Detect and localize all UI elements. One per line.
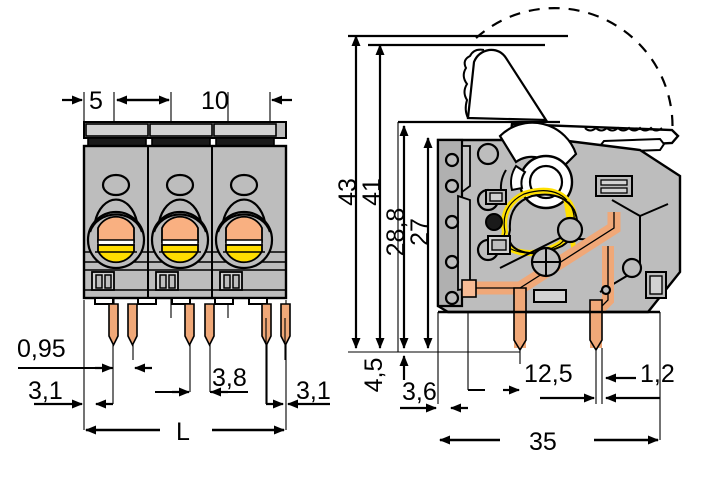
dim-pin-len-4-5: 4,5 (360, 358, 388, 393)
dim-pin-pair: 3,8 (212, 364, 247, 392)
front-foot-notches (94, 297, 268, 305)
dim-group-3-8: 3,8 (155, 364, 248, 397)
dim-edge-left: 3,1 (28, 377, 63, 405)
dim-pitch-5: 5 (89, 87, 103, 115)
dim-group-length-L: L (85, 418, 285, 446)
dim-height-27: 27 (406, 218, 434, 246)
front-solder-pins (108, 303, 291, 347)
side-vertical-dimension-arrows (351, 35, 433, 349)
front-actuator-group (86, 173, 274, 270)
front-actuator (214, 173, 274, 270)
screw-cross (532, 248, 560, 276)
side-dark-hole (485, 213, 503, 231)
dim-group-12-5: 12,5 (524, 360, 595, 403)
front-actuator (86, 173, 146, 270)
dim-height-43: 43 (334, 178, 362, 206)
dim-height-28-8: 28,8 (382, 208, 410, 257)
side-view: 43 41 28,8 27 4,5 3,6 12,5 1,2 (334, 7, 682, 456)
dim-group-3-1-left: 3,1 (28, 377, 113, 409)
front-actuator (150, 173, 210, 270)
dim-group-4-5: 4,5 (360, 355, 409, 393)
front-pin-witness-lines (265, 318, 286, 404)
dim-group-0-95: 0,95 (17, 335, 152, 373)
dim-pitch-10: 10 (201, 87, 229, 115)
side-witness-lines (348, 122, 661, 440)
dim-length-total: L (176, 418, 190, 446)
dim-group-3-6: 3,6 (400, 378, 520, 413)
side-slots (485, 175, 667, 303)
dim-gap-1-2: 1,2 (640, 360, 675, 388)
dim-group-depth-35: 35 (439, 426, 659, 456)
dim-depth-35: 35 (529, 428, 557, 456)
dim-edge-right: 3,1 (296, 377, 331, 405)
dim-offset-3-6: 3,6 (402, 378, 437, 406)
front-view: 5 10 (17, 87, 331, 446)
dim-height-41: 41 (358, 178, 386, 206)
front-cap-modules (85, 123, 277, 147)
lever-raised-outline (462, 48, 549, 122)
lever-swing-arc (475, 7, 674, 138)
front-body-windows (91, 271, 243, 291)
dim-offset-12-5: 12,5 (524, 360, 573, 388)
dim-pin-dia: 0,95 (17, 335, 66, 363)
front-pole-dividers (147, 146, 213, 298)
dim-group-3-1-right: 3,1 (266, 377, 331, 409)
dim-group-1-2: 1,2 (605, 360, 675, 403)
